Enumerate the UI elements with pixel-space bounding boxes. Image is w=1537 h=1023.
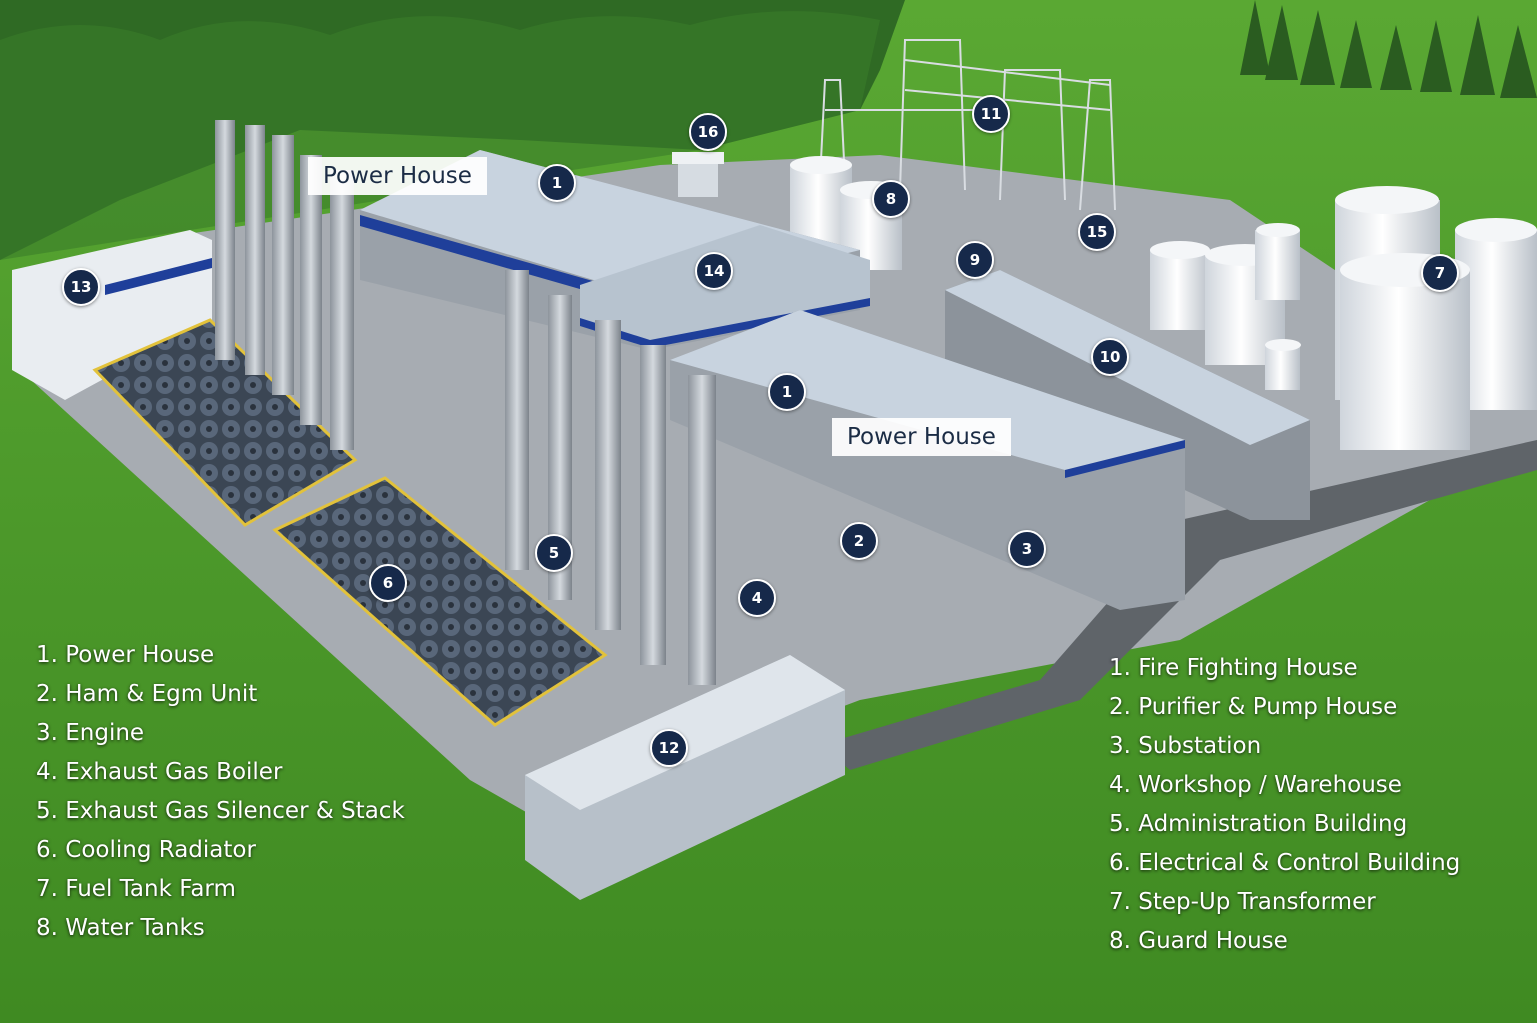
legend-right-item: 7. Step-Up Transformer	[1109, 889, 1376, 915]
legend-right-item: 4. Workshop / Warehouse	[1109, 772, 1402, 798]
power-house-callout-top: Power House	[308, 157, 487, 195]
marker-13: 13	[62, 268, 100, 306]
legend-right-item: 8. Guard House	[1109, 928, 1288, 954]
marker-4: 4	[738, 579, 776, 617]
cooling-radiators	[92, 318, 608, 727]
marker-10: 10	[1091, 338, 1129, 376]
marker-7: 7	[1421, 254, 1459, 292]
marker-8: 8	[872, 180, 910, 218]
legend-right: 1. Fire Fighting House 2. Purifier & Pum…	[1109, 649, 1460, 961]
marker-15: 15	[1078, 213, 1116, 251]
power-house-callout-middle: Power House	[832, 418, 1011, 456]
water-tanks	[790, 156, 902, 270]
legend-left-item: 6. Cooling Radiator	[36, 837, 256, 863]
legend-right-item: 6. Electrical & Control Building	[1109, 850, 1461, 876]
legend-left-item: 4. Exhaust Gas Boiler	[36, 759, 283, 785]
marker-5: 5	[535, 534, 573, 572]
guard-house	[672, 152, 724, 197]
marker-3: 3	[1008, 530, 1046, 568]
legend-left-item: 7. Fuel Tank Farm	[36, 876, 236, 902]
legend-right-item: 1. Fire Fighting House	[1109, 655, 1358, 681]
marker-14: 14	[695, 252, 733, 290]
marker-power-house-middle: 1	[768, 373, 806, 411]
legend-right-item: 3. Substation	[1109, 733, 1262, 759]
legend-left-item: 8. Water Tanks	[36, 915, 205, 941]
tree-line-right	[1240, 0, 1537, 98]
workshop-building	[525, 655, 845, 900]
admin-building	[12, 230, 212, 400]
legend-left-item: 1. Power House	[36, 642, 215, 668]
marker-power-house-top: 1	[538, 164, 576, 202]
access-road	[820, 440, 1537, 770]
legend-right-item: 2. Purifier & Pump House	[1109, 694, 1398, 720]
legend-right-item: 5. Administration Building	[1109, 811, 1408, 837]
legend-left-item: 2. Ham & Egm Unit	[36, 681, 258, 707]
marker-16: 16	[689, 113, 727, 151]
marker-2: 2	[840, 522, 878, 560]
legend-left: 1. Power House 2. Ham & Egm Unit 3. Engi…	[36, 636, 405, 948]
marker-6: 6	[369, 564, 407, 602]
marker-12: 12	[650, 729, 688, 767]
marker-11: 11	[972, 95, 1010, 133]
substation	[819, 39, 1116, 211]
legend-left-item: 3. Engine	[36, 720, 145, 746]
marker-9: 9	[956, 241, 994, 279]
legend-left-item: 5. Exhaust Gas Silencer & Stack	[36, 798, 405, 824]
fuel-tank-farm	[1150, 186, 1537, 450]
exhaust-stacks	[215, 120, 716, 685]
